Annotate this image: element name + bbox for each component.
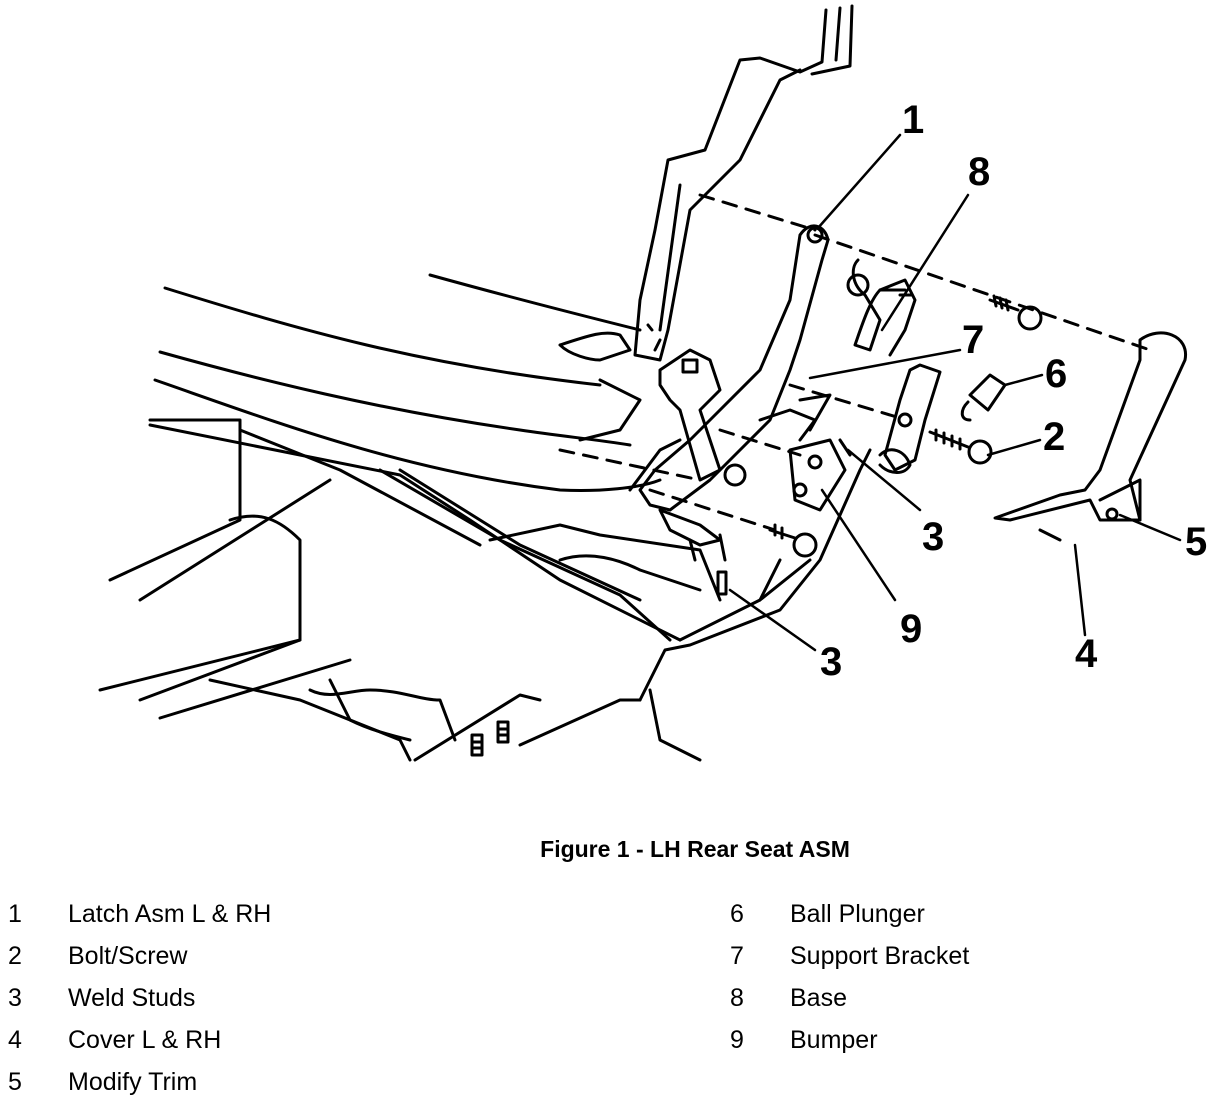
legend-label: Latch Asm L & RH [68,900,272,928]
cover [993,331,1187,542]
legend-number: 3 [8,984,22,1012]
bolt-upper [988,294,1043,331]
leader-lines [728,133,1182,652]
callout-9: 9 [900,607,922,651]
callout-5: 5 [1185,520,1207,564]
callout-8: 8 [968,150,990,194]
support-bracket [878,363,942,474]
seat-back-frame [633,4,854,362]
legend-label: Bolt/Screw [68,942,188,970]
callout-1: 1 [902,98,924,142]
legend-label: Base [790,984,847,1012]
legend-label: Bumper [790,1026,878,1054]
weld-studs [470,570,728,757]
callouts: 1 8 7 6 2 5 3 9 3 4 [820,98,1207,684]
seat-assembly-diagram: 1 8 7 6 2 5 3 9 3 4 [98,4,1207,762]
callout-3-lower: 3 [820,640,842,684]
base-bracket [846,258,917,357]
legend-label: Modify Trim [68,1068,198,1096]
legend-number: 6 [730,900,744,928]
callout-7: 7 [962,318,984,362]
seat-cushion-outline [98,273,872,762]
legend-number: 7 [730,942,744,970]
bolt-lower-right [928,428,993,465]
legend-number: 8 [730,984,744,1012]
legend-number: 5 [8,1068,22,1096]
legend-number: 2 [8,942,22,970]
legend-label: Weld Studs [68,984,196,1012]
callout-4: 4 [1075,632,1098,676]
legend-label: Support Bracket [790,942,970,970]
legend-label: Cover L & RH [68,1026,222,1054]
legend-number: 1 [8,900,22,928]
figure-caption: Figure 1 - LH Rear Seat ASM [540,836,850,862]
ball-plunger [960,373,1007,422]
legend-number: 4 [8,1026,22,1054]
latch-assembly [628,224,830,562]
callout-2: 2 [1043,415,1065,459]
callout-6: 6 [1045,352,1067,396]
callout-3-upper: 3 [922,515,944,559]
legend-number: 9 [730,1026,744,1054]
bolt-lower-left [768,523,818,558]
bumper-hardware [758,393,852,512]
legend-label: Ball Plunger [790,900,925,928]
alignment-lines [558,193,1152,532]
